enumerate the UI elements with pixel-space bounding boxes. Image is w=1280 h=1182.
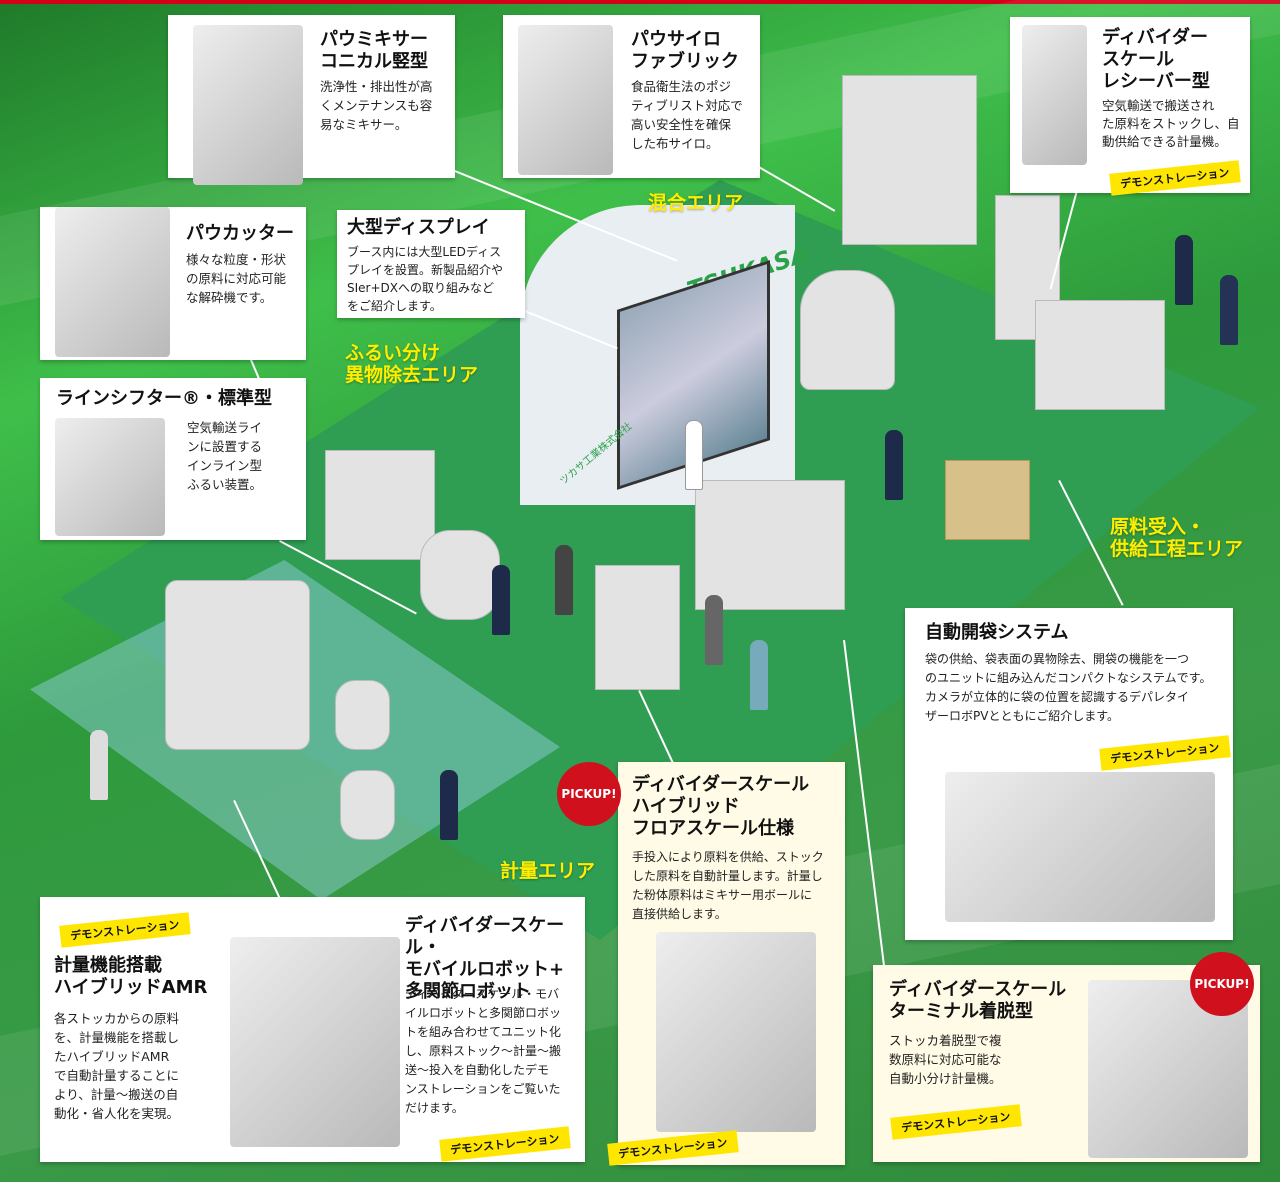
terminal-machine: [695, 480, 845, 610]
panel-display: 大型ディスプレイ ブース内には大型LEDディス プレイを設置。新製品紹介や SI…: [337, 210, 525, 318]
mixer-photo: [193, 25, 303, 185]
person: [440, 770, 458, 840]
panel-desc: ディバイダースケール・モバ イルロボットと多関節ロボッ トを組み合わせてユニット…: [405, 987, 562, 1115]
demo-badge: デモンストレーション: [1109, 160, 1241, 196]
panel-title: パウミキサー コニカル竪型: [320, 29, 428, 72]
demo-badge: デモンストレーション: [890, 1104, 1022, 1140]
area-label-sieving: ふるい分け 異物除去エリア: [345, 342, 479, 386]
person: [1175, 235, 1193, 305]
panel-amr: デモンストレーション 計量機能搭載 ハイブリッドAMR 各ストッカからの原料 を…: [40, 897, 585, 1162]
person: [492, 565, 510, 635]
area-label-receiving: 原料受入・ 供給工程エリア: [1110, 516, 1244, 560]
panel-desc: 洗浄性・排出性が高 くメンテナンスも容 易なミキサー。: [320, 79, 433, 132]
top-border: [0, 0, 1280, 4]
sifter-machine: [420, 530, 500, 620]
panel-mixer: パウミキサー コニカル竪型 洗浄性・排出性が高 くメンテナンスも容 易なミキサー…: [168, 15, 455, 185]
area-label-mixing: 混合エリア: [648, 192, 744, 214]
hybrid-machine: [595, 565, 680, 690]
panel-title: ラインシフター®・標準型: [56, 388, 272, 409]
panel-title: 自動開袋システム: [925, 622, 1069, 643]
panel-sifter: ラインシフター®・標準型 空気輸送ライ ンに設置する インライン型 ふるい装置。: [40, 378, 306, 540]
panel-title: ディバイダースケール・ モバイルロボット+ 多関節ロボット: [405, 915, 565, 1002]
mixer-machine: [800, 270, 895, 390]
sifter-photo: [55, 418, 165, 536]
panel-title: 計量機能搭載 ハイブリッドAMR: [54, 955, 208, 998]
person: [685, 420, 703, 490]
bag-opening-photo: [945, 772, 1215, 922]
amr-photo: [230, 937, 400, 1147]
hybrid-photo: [656, 932, 816, 1132]
panel-title: 大型ディスプレイ: [347, 217, 490, 238]
person: [705, 595, 723, 665]
person: [555, 545, 573, 615]
panel-desc: 手投入により原料を供給、ストック した原料を自動計量します。計量し た粉体原料は…: [632, 850, 824, 921]
panel-title: パウサイロ ファブリック: [631, 29, 739, 72]
pickup-badge: PICKUP!: [557, 762, 621, 826]
cutter-photo: [55, 207, 170, 357]
person: [90, 730, 108, 800]
demo-badge: デモンストレーション: [439, 1126, 571, 1162]
panel-cutter: パウカッター 様々な粒度・形状 の原料に対応可能 な解砕機です。: [40, 207, 306, 360]
panel-desc: 各ストッカからの原料 を、計量機能を搭載し たハイブリッドAMR で自動計量する…: [54, 1011, 180, 1121]
demo-badge: デモンストレーション: [607, 1130, 739, 1166]
bag-opening-machine: [1035, 300, 1165, 410]
person: [885, 430, 903, 500]
panel-desc: 様々な粒度・形状 の原料に対応可能 な解砕機です。: [186, 252, 287, 305]
demo-badge: デモンストレーション: [1099, 735, 1231, 771]
panel-receiver: ディバイダー スケール レシーバー型 空気輸送で搬送され た原料をストックし、自…: [1010, 17, 1250, 196]
silo-photo: [518, 25, 613, 175]
person: [750, 640, 768, 710]
panel-title: ディバイダー スケール レシーバー型: [1102, 27, 1210, 92]
bag-pallet: [945, 460, 1030, 540]
panel-bag-opening: 自動開袋システム 袋の供給、袋表面の異物除去、開袋の機能を一つ のユニットに組み…: [905, 608, 1233, 940]
panel-title: パウカッター: [186, 223, 294, 244]
panel-terminal: ディバイダースケール ターミナル着脱型 ストッカ着脱型で複 数原料に対応可能な …: [873, 965, 1260, 1162]
silo: [842, 75, 977, 245]
demo-badge: デモンストレーション: [59, 912, 191, 948]
panel-title: ディバイダースケール ターミナル着脱型: [889, 979, 1067, 1022]
panel-desc: ストッカ着脱型で複 数原料に対応可能な 自動小分け計量機。: [889, 1033, 1002, 1086]
cutter-machine: [325, 450, 435, 560]
amr-robot: [340, 770, 395, 840]
receiver-photo: [1022, 25, 1087, 165]
panel-desc: 空気輸送ライ ンに設置する インライン型 ふるい装置。: [187, 420, 263, 492]
robot-arm: [165, 580, 310, 750]
person: [1220, 275, 1238, 345]
panel-desc: 食品衛生法のポジ ティブリスト対応で 高い安全性を確保 した布サイロ。: [631, 79, 743, 151]
amr-robot: [335, 680, 390, 750]
panel-desc: 袋の供給、袋表面の異物除去、開袋の機能を一つ のユニットに組み込んだコンパクトな…: [925, 652, 1212, 723]
pickup-badge: PICKUP!: [1190, 952, 1254, 1016]
panel-desc: 空気輸送で搬送され た原料をストックし、自 動供給できる計量機。: [1102, 98, 1240, 149]
panel-hybrid: ディバイダースケール ハイブリッド フロアスケール仕様 手投入により原料を供給、…: [607, 762, 845, 1166]
area-label-weighing: 計量エリア: [500, 860, 596, 882]
panel-title: ディバイダースケール ハイブリッド フロアスケール仕様: [632, 774, 810, 839]
panel-desc: ブース内には大型LEDディス プレイを設置。新製品紹介や SIer+DXへの取り…: [347, 245, 504, 313]
panel-silo: パウサイロ ファブリック 食品衛生法のポジ ティブリスト対応で 高い安全性を確保…: [503, 15, 760, 178]
